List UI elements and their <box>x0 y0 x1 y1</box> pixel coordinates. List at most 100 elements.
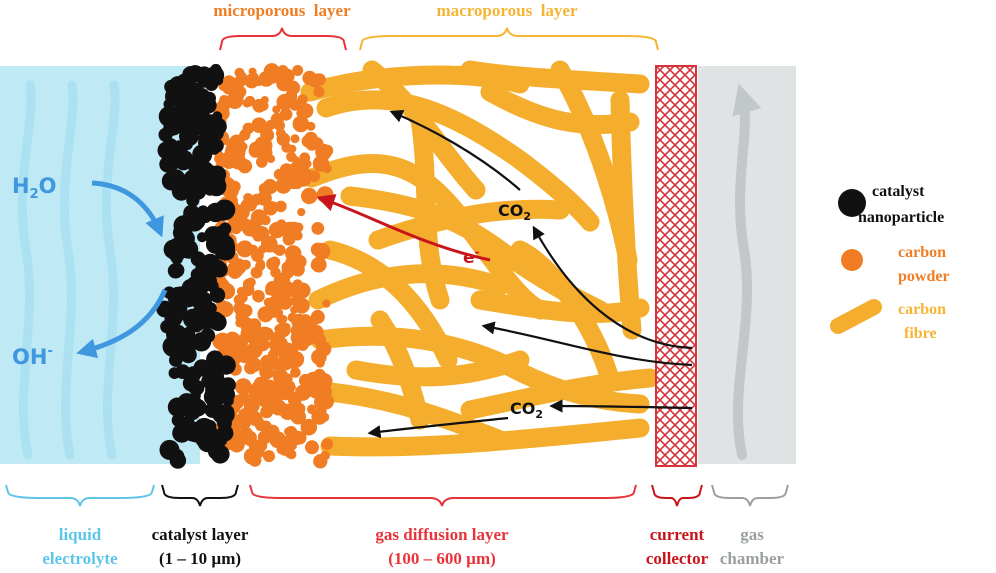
electrolyte-label-2: electrolyte <box>42 549 118 568</box>
catalyst-particle <box>204 184 216 196</box>
catalyst-particle <box>167 263 184 279</box>
macroporous-brace <box>359 27 659 51</box>
catalyst-particle <box>164 79 179 94</box>
carbon-powder-particle <box>303 131 318 147</box>
catalyst-particle <box>169 452 187 469</box>
legend-powder-label-2: powder <box>898 268 950 285</box>
macroporous-label: macroporous layer <box>436 1 577 20</box>
catalyst-particle <box>166 324 186 345</box>
carbon-powder-particle <box>234 86 247 98</box>
catalyst-brace <box>161 484 239 507</box>
collector-label-1: current <box>650 525 705 544</box>
carbon-powder-particle <box>279 282 293 297</box>
catalyst-particle-layer <box>156 63 236 469</box>
gdl-label-1: gas diffusion layer <box>375 525 509 544</box>
carbon-powder-particle <box>240 199 254 212</box>
carbon-fibre <box>470 290 650 323</box>
catalyst-particle <box>197 292 213 307</box>
carbon-powder-particle <box>290 367 301 378</box>
catalyst-particle <box>167 397 187 417</box>
catalyst-particle <box>218 222 232 235</box>
carbon-powder-particle <box>272 378 285 391</box>
co2-arrow-lower-a <box>481 321 693 367</box>
gdl-brace <box>249 484 637 507</box>
carbon-fibre <box>480 82 640 135</box>
carbon-powder-particle <box>263 392 277 406</box>
catalyst-particle <box>186 333 198 345</box>
gas-chamber-label-1: gas <box>740 525 764 544</box>
carbon-powder-particle <box>260 354 274 369</box>
catalyst-particle <box>189 69 203 83</box>
co2-arrow-upper <box>389 110 521 191</box>
carbon-powder-particle <box>265 403 276 414</box>
catalyst-particle <box>202 373 221 391</box>
carbon-powder-particle <box>312 334 323 344</box>
catalyst-particle <box>194 184 205 196</box>
carbon-powder-particle <box>249 228 259 238</box>
carbon-powder-particle <box>316 392 331 407</box>
carbon-powder-particle <box>221 136 231 146</box>
carbon-powder-particle <box>231 338 249 356</box>
carbon-powder-particle <box>292 172 302 182</box>
carbon-powder-particle <box>244 450 255 460</box>
carbon-powder-particle <box>311 222 325 235</box>
carbon-fibre <box>460 60 650 94</box>
process-arrows <box>76 110 693 439</box>
catalyst-particle <box>214 404 235 425</box>
carbon-powder-particle <box>311 256 327 273</box>
carbon-powder-particle <box>260 235 278 253</box>
carbon-powder-particle <box>297 94 308 105</box>
carbon-powder-particle <box>320 450 331 461</box>
carbon-powder-particle <box>265 424 280 439</box>
carbon-powder-particle <box>292 115 310 133</box>
carbon-powder-particle <box>315 143 332 161</box>
electrolyte-label-1: liquid <box>59 525 102 544</box>
carbon-powder-particle <box>275 322 291 338</box>
catalyst-particle <box>202 91 216 105</box>
catalyst-particle <box>210 63 222 76</box>
microporous-brace <box>219 27 347 51</box>
carbon-powder-particle <box>322 299 331 308</box>
carbon-powder-particle <box>305 440 319 455</box>
catalyst-particle <box>195 309 216 330</box>
carbon-powder-particle <box>290 296 301 307</box>
oh-arrow <box>76 289 168 359</box>
catalyst-particle <box>184 424 202 442</box>
carbon-powder-particle <box>263 67 281 84</box>
carbon-powder-particle <box>316 373 333 390</box>
legend-powder-label-1: carbon <box>898 244 946 261</box>
co2-label-upper: CO2 <box>498 201 531 223</box>
carbon-powder-particle <box>259 364 274 380</box>
carbon-powder-particle <box>319 412 330 422</box>
catalyst-particle <box>192 83 204 95</box>
carbon-powder-particle <box>290 430 305 445</box>
legend-fibre-label-1: carbon <box>898 301 946 318</box>
carbon-fibre <box>370 310 430 430</box>
collector-brace <box>651 484 703 507</box>
carbon-powder-particle <box>290 343 300 353</box>
carbon-powder-particle <box>296 255 306 265</box>
carbon-powder-particle <box>257 306 274 323</box>
carbon-powder-particle <box>244 95 256 107</box>
carbon-powder-particle <box>219 95 231 107</box>
carbon-powder-particle <box>251 249 264 262</box>
carbon-powder-particle <box>288 352 304 368</box>
carbon-powder-particle <box>275 200 287 213</box>
carbon-powder-particle <box>256 190 272 206</box>
catalyst-particle <box>168 298 188 318</box>
carbon-powder-particle <box>239 408 254 423</box>
carbon-powder-particle <box>244 348 257 362</box>
carbon-powder-particle <box>281 373 293 385</box>
carbon-powder-particle <box>279 388 292 401</box>
current-collector-mesh <box>655 65 697 467</box>
electrolyte-brace <box>5 484 155 507</box>
catalyst-particle <box>216 424 234 442</box>
carbon-powder-particle <box>265 287 274 296</box>
carbon-powder-particle <box>270 267 281 278</box>
legend-fibre-label-2: fibre <box>904 325 937 342</box>
electron-label: e- <box>463 245 480 268</box>
carbon-powder-particle <box>248 72 259 82</box>
carbon-fibre <box>346 350 530 387</box>
co2-label-lower: CO2 <box>510 399 543 421</box>
carbon-fibre <box>368 199 570 250</box>
